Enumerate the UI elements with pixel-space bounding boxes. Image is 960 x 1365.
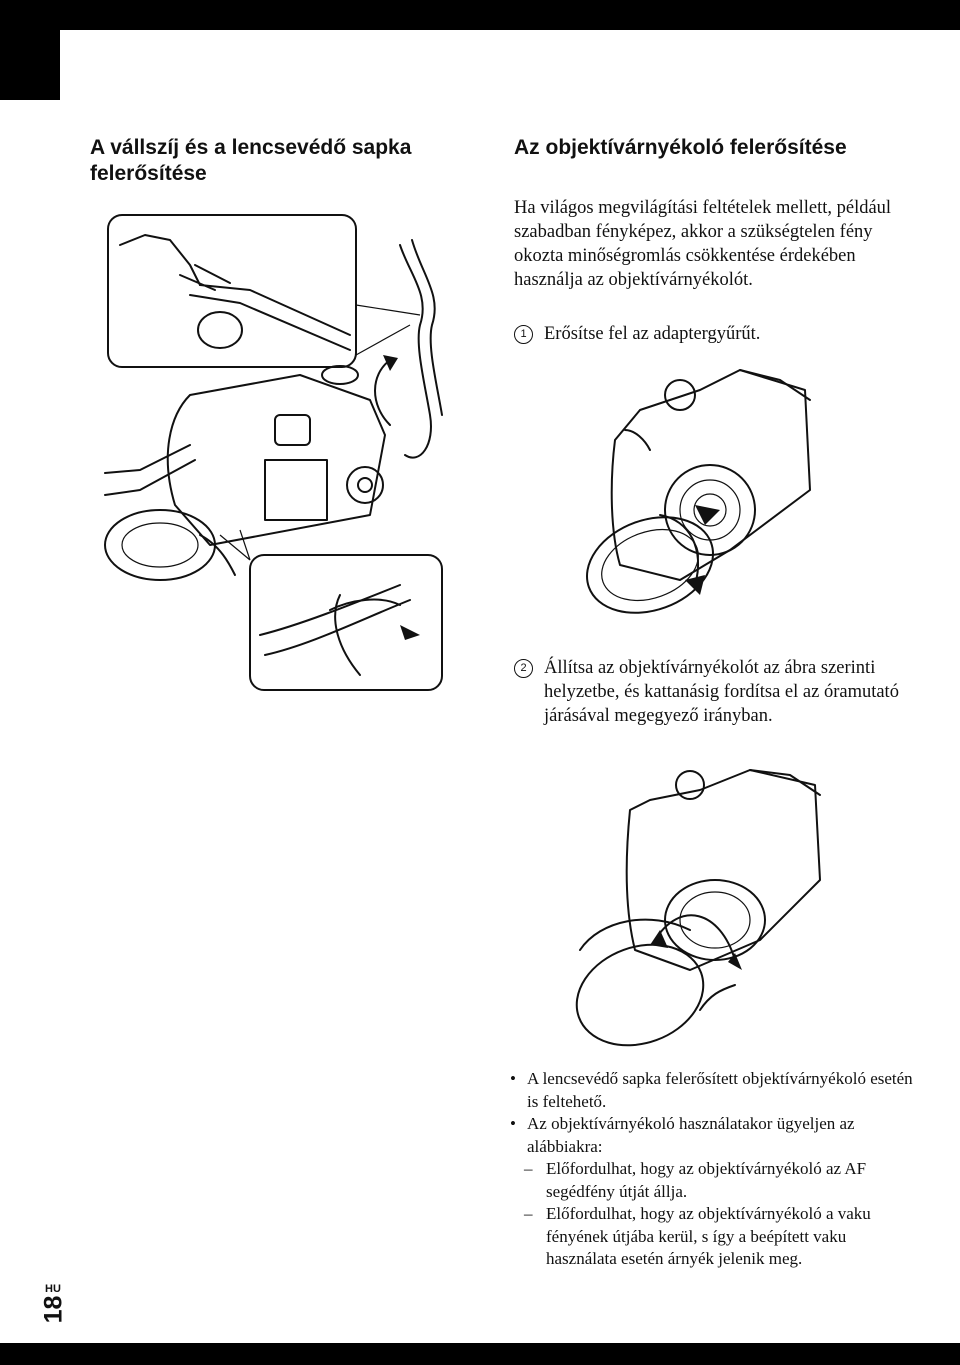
page-number: 18 (39, 1295, 80, 1327)
right-heading: Az objektívárnyékoló felerősítése (514, 136, 847, 159)
subnote-text: Előfordulhat, hogy az objektívárnyékoló … (546, 1159, 867, 1201)
step-1: 1 Erősítse fel az adaptergyűrűt. (514, 322, 934, 346)
step-number: 1 (514, 325, 533, 344)
subnote-item: – Előfordulhat, hogy az objektívárnyékol… (510, 1203, 920, 1271)
note-text: Az objektívárnyékoló használatakor ügyel… (527, 1114, 855, 1156)
page-language-code: HU (45, 1283, 61, 1295)
bottom-bar (0, 1343, 960, 1365)
subnote-item: – Előfordulhat, hogy az objektívárnyékol… (510, 1158, 920, 1203)
step-number: 2 (514, 659, 533, 678)
dash: – (524, 1159, 533, 1178)
corner-block (0, 0, 60, 100)
step-text: Állítsa az objektívárnyékolót az ábra sz… (544, 658, 899, 726)
intro-paragraph: Ha világos megvilágítási feltételek mell… (514, 198, 892, 290)
bullet: • (510, 1114, 516, 1133)
step-text: Erősítse fel az adaptergyűrűt. (544, 324, 761, 344)
lens-hood-illustration (575, 769, 821, 1047)
adapter-ring-illustration (586, 369, 811, 614)
step-2: 2 Állítsa az objektívárnyékolót az ábra … (514, 656, 904, 728)
bullet: • (510, 1069, 516, 1088)
dash: – (524, 1204, 533, 1223)
top-bar (60, 0, 960, 30)
note-text: A lencsevédő sapka felerősített objektív… (527, 1069, 913, 1111)
note-item: • A lencsevédő sapka felerősített objekt… (510, 1068, 920, 1113)
notes-list: • A lencsevédő sapka felerősített objekt… (510, 1068, 920, 1271)
subnote-text: Előfordulhat, hogy az objektívárnyékoló … (546, 1204, 871, 1268)
page-number-text: 18 (39, 1295, 68, 1324)
strap-and-lens-cap-illustration (104, 214, 443, 691)
left-heading: A vállszíj és a lencsevédő sapka felerős… (90, 136, 412, 185)
note-item: • Az objektívárnyékoló használatakor ügy… (510, 1113, 920, 1158)
